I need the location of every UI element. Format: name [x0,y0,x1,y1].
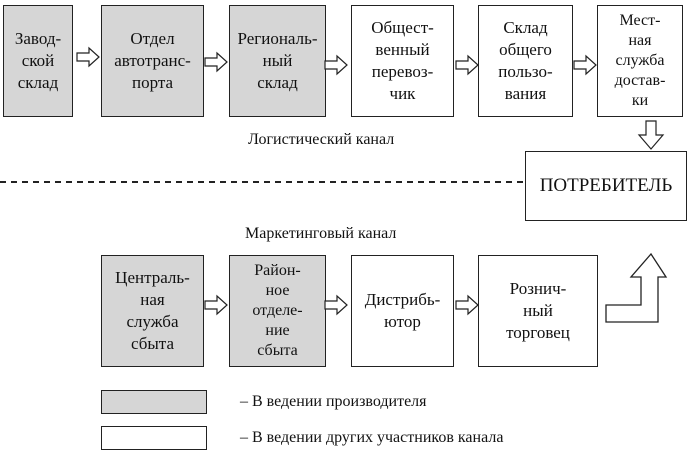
channel-divider [0,181,526,183]
box-consumer: ПОТРЕБИТЕЛЬ [525,151,687,221]
box-district-sales: Район- ное отделе- ние сбыта [229,255,326,367]
arrow-right-icon [204,294,228,316]
legend-swatch-other [101,426,207,450]
box-public-warehouse: Склад общего пользо- вания [478,5,573,117]
marketing-channel-label: Маркетинговый канал [245,225,397,242]
box-public-carrier: Общест- венный перевоз- чик [351,5,454,117]
box-retailer: Рознич- ный торговец [478,255,598,367]
arrow-right-icon [573,54,597,76]
legend-swatch-producer [101,390,207,414]
arrow-right-icon [324,54,348,76]
box-factory-warehouse: Завод- ской склад [3,5,73,117]
box-transport-dept: Отдел автотранс- порта [101,5,204,117]
logistic-channel-label: Логистический канал [248,131,395,148]
arrow-down-icon [637,120,665,150]
box-regional-warehouse: Региональ- ный склад [229,5,326,117]
box-local-delivery: Мест- ная служба достав- ки [597,5,683,117]
arrow-right-icon [324,294,348,316]
legend-label-producer: – В ведении производителя [240,393,427,410]
legend-label-other: – В ведении других участников канала [240,429,504,446]
arrow-right-icon [455,294,479,316]
arrow-right-icon [76,46,100,68]
box-central-sales: Централь- ная служба сбыта [101,255,204,367]
box-distributor: Дистрибь- ютор [351,255,454,367]
arrow-bent-up-icon [605,252,668,323]
arrow-right-icon [204,51,228,73]
arrow-right-icon [455,54,479,76]
